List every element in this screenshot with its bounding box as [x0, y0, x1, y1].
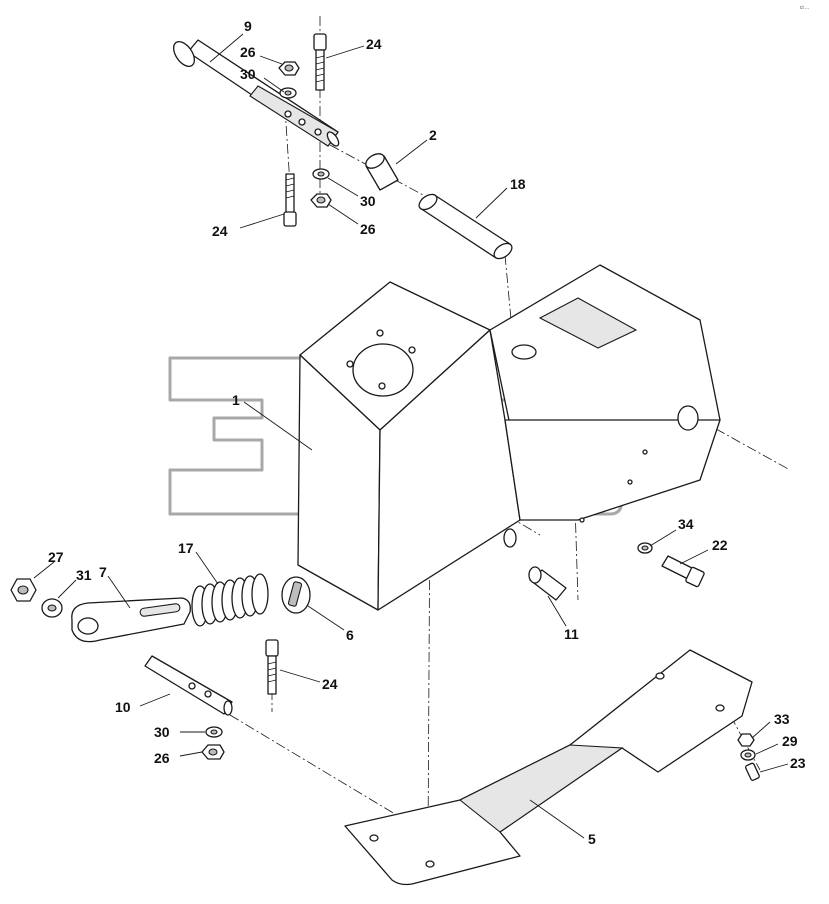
callout-2: 2 [429, 127, 437, 143]
part-31-washer [41, 598, 63, 618]
part-23-screw [745, 762, 760, 781]
part-11-spacer [528, 566, 567, 601]
part-6-plug [281, 576, 311, 614]
callout-11: 11 [564, 626, 579, 642]
part-18-tube [418, 193, 513, 260]
callout-17: 17 [178, 540, 194, 556]
callout-33: 33 [774, 711, 790, 727]
callout-5: 5 [588, 831, 596, 847]
part-1-housing [297, 264, 721, 611]
callout-18: 18 [510, 176, 526, 192]
callout-22: 22 [712, 537, 728, 553]
part-30-washer-mid [312, 168, 330, 180]
part-17-spring [191, 573, 269, 627]
part-22-bolt [661, 555, 705, 588]
part-7-lever [71, 597, 191, 643]
callout-9: 9 [244, 18, 252, 34]
part-9-shaft [172, 39, 340, 147]
corner-note: сі ... [800, 5, 809, 11]
callout-10: 10 [115, 699, 131, 715]
part-24-bolt-low [265, 639, 279, 695]
part-33-nut [737, 733, 755, 747]
part-24-bolt-top [313, 33, 327, 91]
leader-lines [33, 33, 789, 839]
callout-34: 34 [678, 516, 694, 532]
callout-31: 31 [76, 567, 92, 583]
part-30-washer-low [205, 726, 223, 738]
callout-27: 27 [48, 549, 64, 565]
part-5-bracket [344, 649, 753, 886]
callout-29: 29 [782, 733, 798, 749]
part-26-nut-top [278, 61, 300, 76]
callout-26-low: 26 [154, 750, 170, 766]
callout-7: 7 [99, 564, 107, 580]
part-27-nut [10, 578, 37, 602]
callout-labels: 9 26 24 30 2 18 30 26 24 1 34 22 27 31 7… [48, 18, 806, 847]
part-34-washer [637, 542, 653, 554]
part-29-washer [740, 749, 756, 761]
part-24-bolt-mid [283, 173, 297, 227]
callout-1: 1 [232, 392, 240, 408]
part-2-bushing [365, 153, 399, 191]
callout-30-mid: 30 [360, 193, 376, 209]
callout-24-top: 24 [366, 36, 382, 52]
callout-6: 6 [346, 627, 354, 643]
callout-24-low: 24 [322, 676, 338, 692]
part-10-stud [144, 655, 233, 716]
callout-30-top: 30 [240, 66, 256, 82]
part-26-nut-mid [310, 193, 332, 208]
callout-24-mid: 24 [212, 223, 228, 239]
callout-26-top: 26 [240, 44, 256, 60]
callout-26-mid: 26 [360, 221, 376, 237]
part-30-washer-top [279, 87, 297, 99]
callout-30-low: 30 [154, 724, 170, 740]
callout-23: 23 [790, 755, 806, 771]
part-26-nut-low [201, 744, 225, 760]
